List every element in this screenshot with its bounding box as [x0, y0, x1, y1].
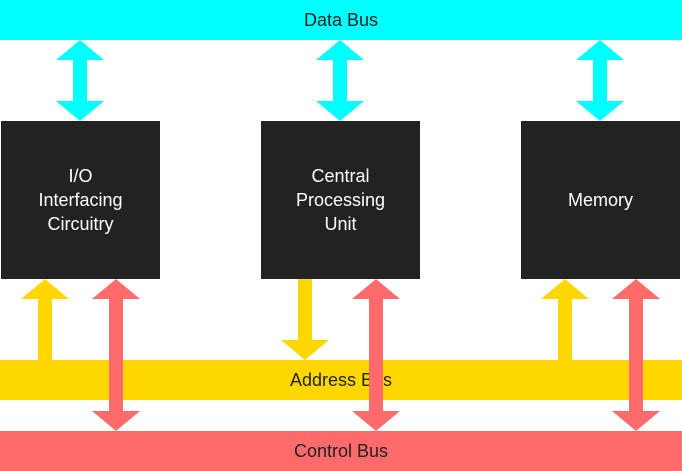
data-bus: Data Bus [0, 0, 682, 40]
data-bus-label: Data Bus [303, 9, 379, 30]
cpu-block-label: Central Processing Unit [295, 166, 386, 234]
io-address-bus-arrow [21, 279, 69, 360]
control-bus-label: Control Bus [293, 440, 389, 461]
address-bus-label: Address Bus [289, 369, 393, 390]
cpu-address-bus-arrow [281, 279, 329, 360]
memory-block-label: Memory [567, 190, 633, 210]
io-data-bus-arrow [56, 40, 104, 121]
cpu-data-bus-arrow [316, 40, 364, 121]
memory-address-bus-arrow [541, 279, 589, 360]
control-bus: Control Bus [0, 431, 682, 471]
cpu-control-bus-arrow [352, 279, 400, 431]
memory-data-bus-arrow [576, 40, 624, 121]
io-control-bus-arrow [92, 279, 140, 431]
io-interfacing-block: I/O Interfacing Circuitry [1, 121, 160, 279]
io-block-label: I/O Interfacing Circuitry [38, 166, 123, 234]
cpu-block: Central Processing Unit [261, 121, 420, 279]
memory-control-bus-arrow [612, 279, 660, 431]
memory-block: Memory [521, 121, 680, 279]
